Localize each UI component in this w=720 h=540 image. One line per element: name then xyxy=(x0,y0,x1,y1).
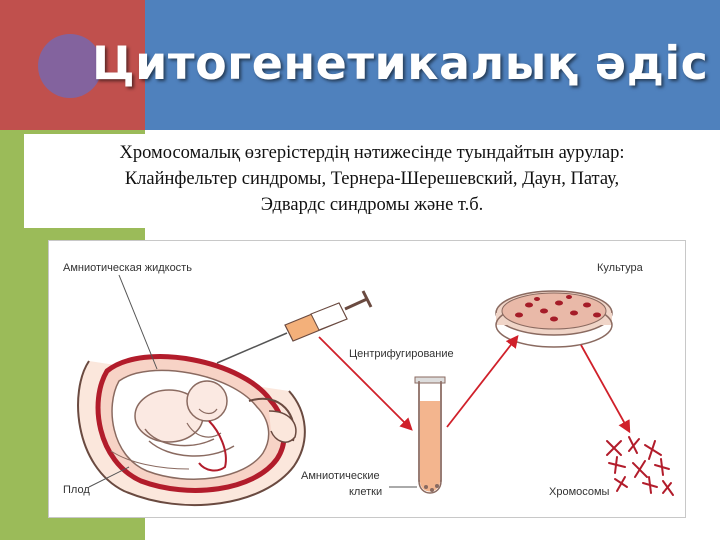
body-line-2: Клайнфельтер синдромы, Тернера-Шерешевск… xyxy=(124,169,620,189)
amniocentesis-diagram: Амниотическая жидкость Плод xyxy=(48,240,686,518)
purple-circle-decoration xyxy=(38,34,102,98)
body-line-3: Эдвардс синдромы және т.б. xyxy=(260,195,484,215)
arrow-to-tube xyxy=(318,336,413,431)
label-centrifugation: Центрифугирование xyxy=(349,348,454,360)
test-tube-illustration xyxy=(414,376,446,494)
amniocentesis-illustration: Амниотическая жидкость Плод xyxy=(63,262,674,506)
body-line-1: Хромосомалық өзгерістердің нәтижесінде т… xyxy=(119,143,625,163)
chromosomes-illustration xyxy=(606,436,674,496)
process-arrows xyxy=(318,335,631,434)
fetus-illustration xyxy=(110,380,235,472)
arrow-to-chromosomes xyxy=(580,344,631,434)
syringe-illustration xyxy=(216,290,373,364)
label-amniotic-cells-2: клетки xyxy=(349,486,382,498)
label-amniotic-cells-1: Амниотические xyxy=(301,470,380,482)
label-culture: Культура xyxy=(597,262,644,274)
body-text: Хромосомалық өзгерістердің нәтижесінде т… xyxy=(24,134,720,218)
label-fetus: Плод xyxy=(63,484,90,496)
label-chromosomes: Хромосомы xyxy=(549,486,610,498)
slide-title: Цитогенетикалық әдіс xyxy=(92,36,709,90)
blue-header-band xyxy=(145,0,720,130)
arrow-to-culture xyxy=(446,335,519,428)
culture-dish-illustration xyxy=(495,290,613,348)
body-text-box: Хромосомалық өзгерістердің нәтижесінде т… xyxy=(24,134,720,228)
label-amniotic-fluid: Амниотическая жидкость xyxy=(63,262,192,274)
